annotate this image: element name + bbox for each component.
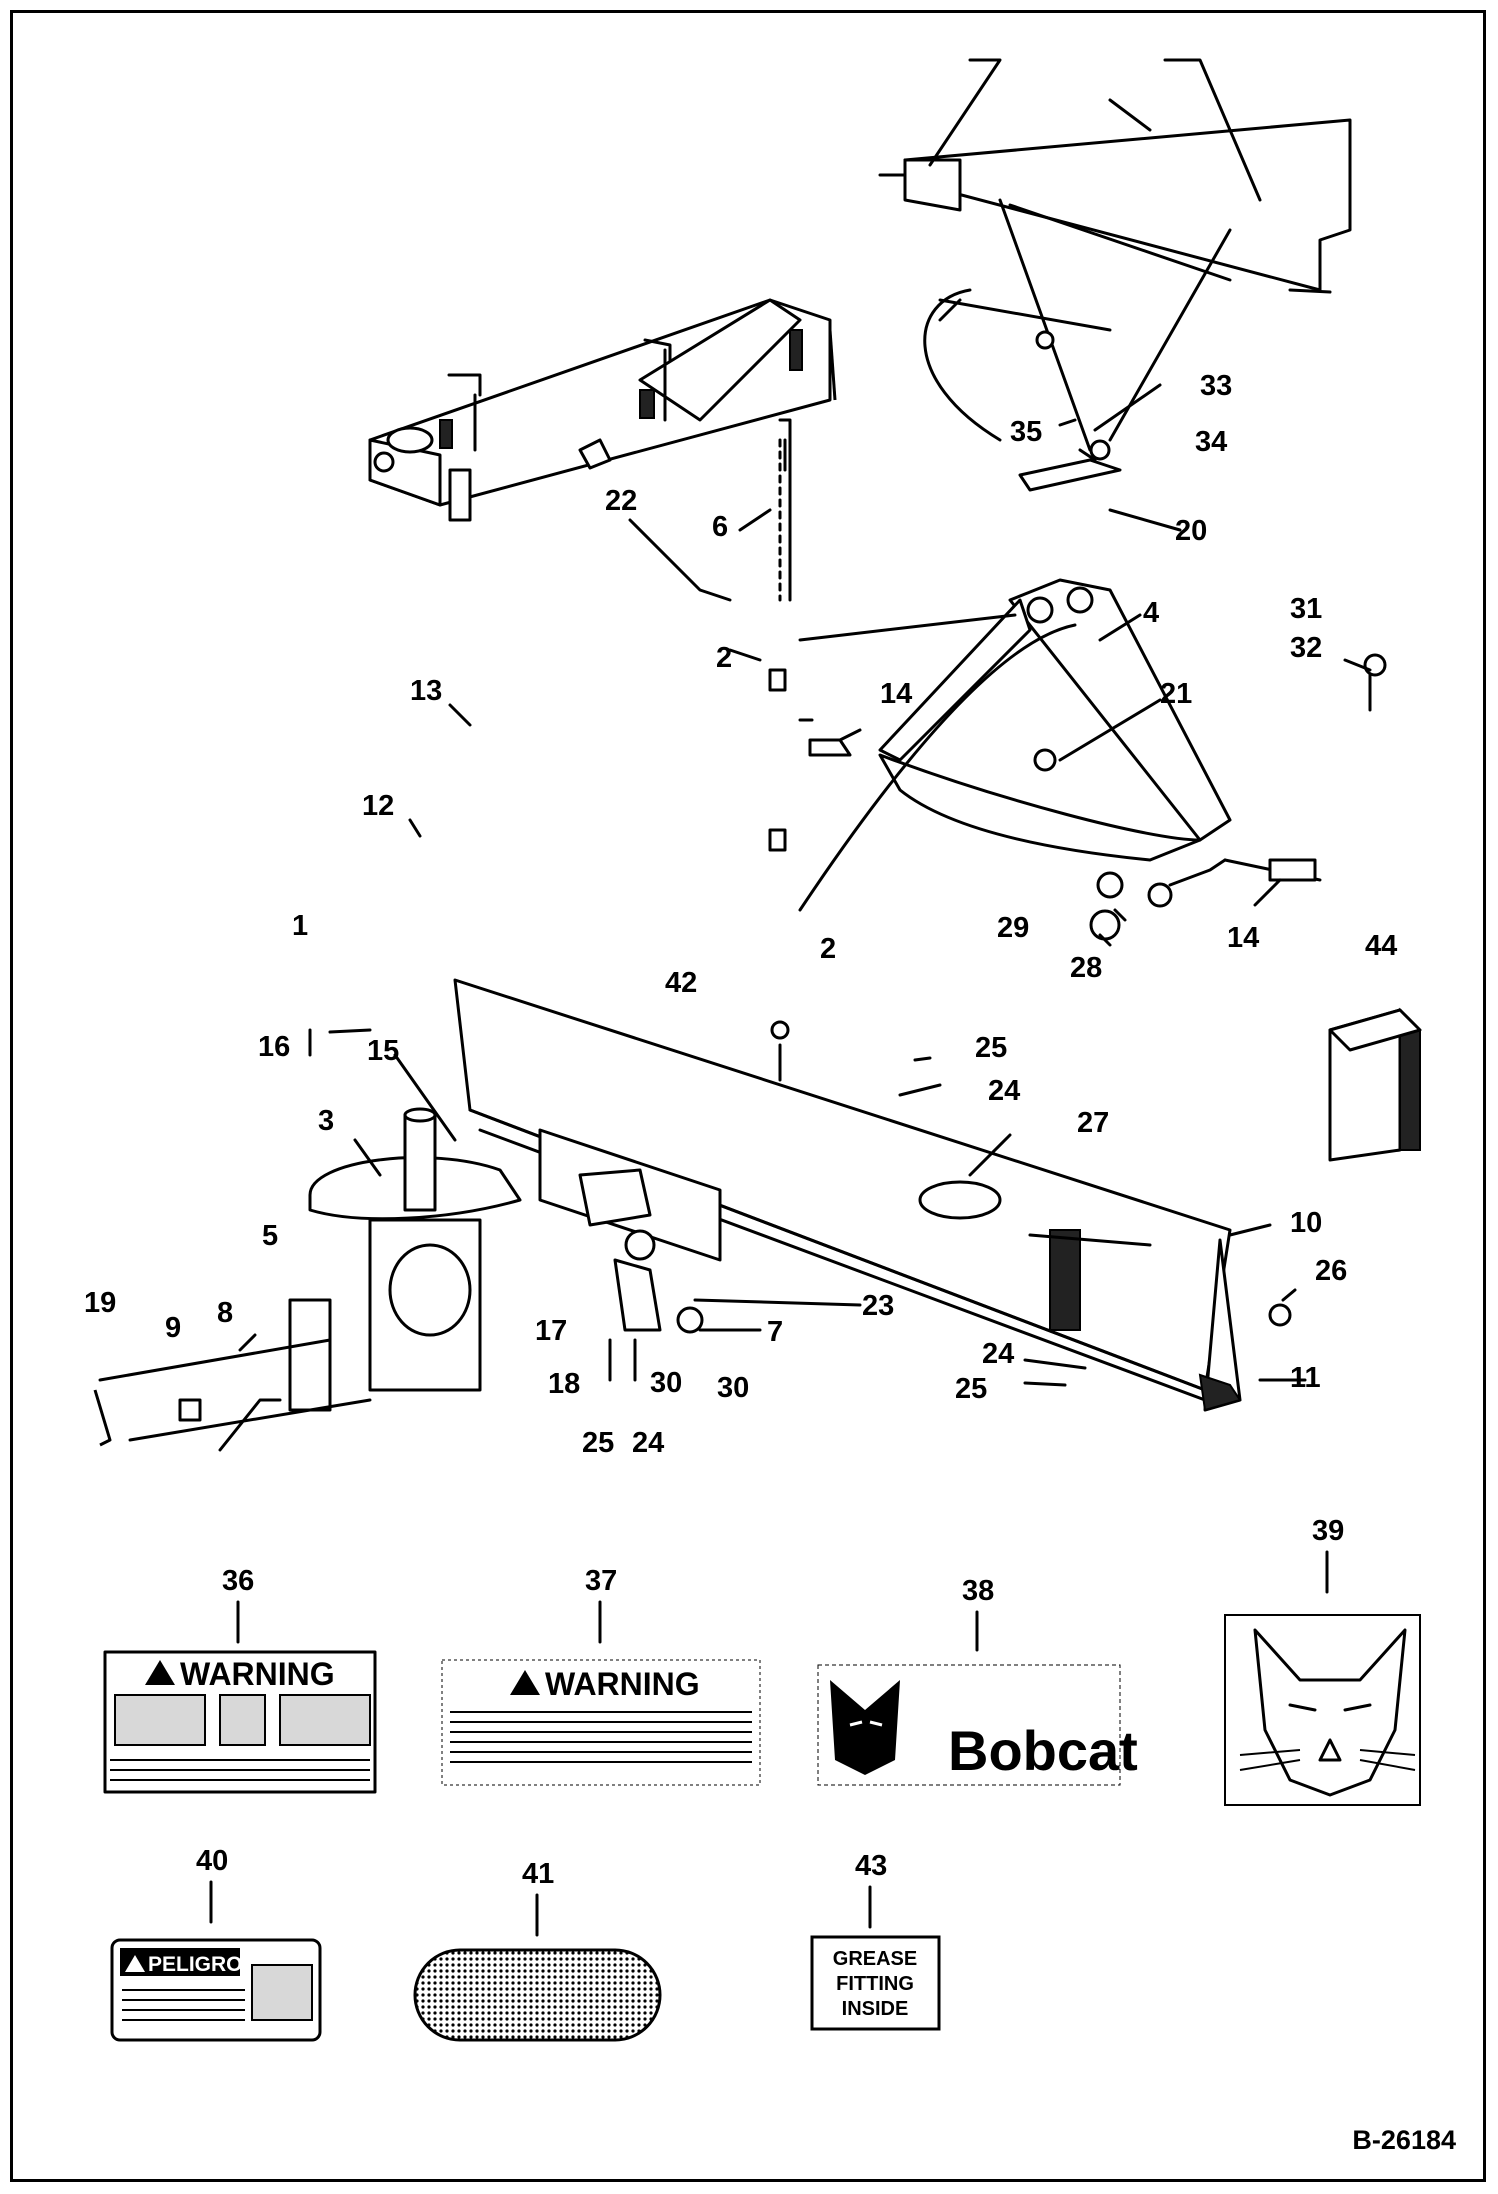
callout-28: 28 — [1070, 952, 1102, 984]
decal-36-warning: WARNING — [103, 1650, 377, 1794]
part-44-box — [1328, 1007, 1422, 1162]
callout-7: 7 — [767, 1316, 783, 1348]
decal-41-oval — [413, 1948, 662, 2042]
callout-36: 36 — [222, 1565, 254, 1597]
grease-line-2: FITTING — [836, 1973, 914, 1995]
a-frame — [798, 578, 1322, 912]
blade — [453, 978, 1242, 1412]
callout-15: 15 — [367, 1035, 399, 1067]
main-frame — [368, 298, 837, 507]
warning-title-37: WARNING — [545, 1666, 700, 1702]
callout-14: 14 — [1227, 922, 1259, 954]
callout-13: 13 — [410, 675, 442, 707]
callout-8: 8 — [217, 1297, 233, 1329]
callout-32: 32 — [1290, 632, 1322, 664]
decal-40-peligro: PELIGRO — [110, 1938, 322, 2042]
callout-2: 2 — [820, 933, 836, 965]
bobcat-head-icon — [830, 1680, 900, 1775]
leader-lines — [238, 383, 1372, 1387]
callout-14: 14 — [880, 678, 912, 710]
grease-line-3: INSIDE — [842, 1998, 909, 2020]
callout-5: 5 — [262, 1220, 278, 1252]
grease-line-1: GREASE — [833, 1948, 917, 1970]
decal-43-grease: GREASE FITTING INSIDE — [810, 1935, 941, 2031]
diagram-border — [10, 10, 1486, 2182]
hardware — [386, 426, 1387, 1327]
callout-23: 23 — [862, 1290, 894, 1322]
decal-leaders — [209, 1550, 1329, 1937]
callout-3: 3 — [318, 1105, 334, 1137]
callout-25: 25 — [955, 1373, 987, 1405]
callout-34: 34 — [1195, 426, 1227, 458]
decal-37-warning: WARNING — [441, 1659, 761, 1786]
drawing-number: B-26184 — [1352, 2125, 1456, 2155]
callout-39: 39 — [1312, 1515, 1344, 1547]
callout-27: 27 — [1077, 1107, 1109, 1139]
callout-17: 17 — [535, 1315, 567, 1347]
callout-42: 42 — [665, 967, 697, 999]
callout-31: 31 — [1290, 593, 1322, 625]
callout-37: 37 — [585, 1565, 617, 1597]
pins — [447, 338, 792, 602]
callout-19: 19 — [84, 1287, 116, 1319]
callout-9: 9 — [165, 1312, 181, 1344]
callout-33: 33 — [1200, 370, 1232, 402]
hitch-inset — [878, 58, 1352, 492]
bobcat-outline-icon — [1253, 1628, 1407, 1797]
callout-24: 24 — [982, 1338, 1014, 1370]
callout-4: 4 — [1143, 597, 1159, 629]
pivot-mount — [308, 1107, 522, 1392]
callout-30: 30 — [650, 1367, 682, 1399]
callout-29: 29 — [997, 912, 1029, 944]
callout-16: 16 — [258, 1031, 290, 1063]
callout-6: 6 — [712, 511, 728, 543]
callout-41: 41 — [522, 1858, 554, 1890]
decal-38-bobcat: Bobcat — [817, 1664, 1138, 1786]
bobcat-wordmark: Bobcat — [948, 1719, 1138, 1782]
callout-2: 2 — [716, 642, 732, 674]
callout-40: 40 — [196, 1845, 228, 1877]
callout-22: 22 — [605, 485, 637, 517]
callout-26: 26 — [1315, 1255, 1347, 1287]
callout-44: 44 — [1365, 930, 1397, 962]
callout-20: 20 — [1175, 515, 1207, 547]
callout-25: 25 — [582, 1427, 614, 1459]
callout-21: 21 — [1160, 678, 1192, 710]
callout-24: 24 — [988, 1075, 1020, 1107]
callout-12: 12 — [362, 790, 394, 822]
callout-24: 24 — [632, 1427, 664, 1459]
callout-35: 35 — [1010, 416, 1042, 448]
callout-38: 38 — [962, 1575, 994, 1607]
callout-1: 1 — [292, 910, 308, 942]
callout-18: 18 — [548, 1368, 580, 1400]
warning-title-36: WARNING — [180, 1656, 335, 1692]
decal-39-bobcat-head — [1224, 1614, 1421, 1806]
callout-25: 25 — [975, 1032, 1007, 1064]
callout-11: 11 — [1290, 1362, 1321, 1394]
callout-10: 10 — [1290, 1207, 1322, 1239]
cylinder-parts — [578, 1168, 704, 1382]
callout-30: 30 — [717, 1372, 749, 1404]
peligro-title: PELIGRO — [148, 1953, 243, 1976]
callout-43: 43 — [855, 1850, 887, 1882]
linkage-left — [93, 1298, 372, 1452]
callouts: 1 2 2 3 4 5 6 7 8 9 10 11 12 13 14 14 15… — [84, 370, 1397, 1890]
